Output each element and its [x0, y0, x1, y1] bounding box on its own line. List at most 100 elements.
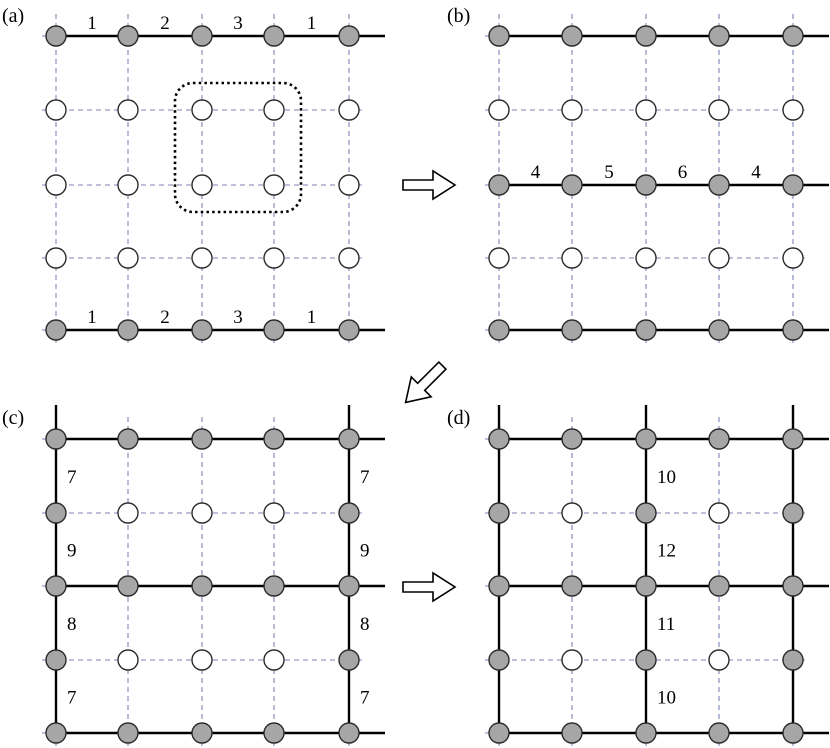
- filled-node: [45, 649, 67, 671]
- empty-node: [782, 99, 804, 121]
- empty-node: [488, 247, 510, 269]
- empty-node: [708, 502, 730, 524]
- filled-node: [488, 649, 510, 671]
- nodes: [488, 428, 804, 744]
- filled-node: [263, 25, 285, 47]
- hollow-arrow-icon: [402, 571, 457, 603]
- column-segment-label: 9: [67, 541, 77, 562]
- filled-node: [263, 428, 285, 450]
- empty-node: [117, 247, 139, 269]
- row-segment-label: 3: [233, 13, 243, 34]
- filled-node: [488, 575, 510, 597]
- filled-node: [45, 428, 67, 450]
- column-segment-label: 8: [67, 614, 77, 635]
- filled-node: [488, 174, 510, 196]
- row-segment-label: 1: [307, 307, 317, 328]
- dotted-highlight-box: [173, 81, 303, 214]
- empty-node: [561, 99, 583, 121]
- filled-node: [782, 319, 804, 341]
- empty-node: [488, 99, 510, 121]
- filled-node: [782, 25, 804, 47]
- row-segment-label: 4: [531, 162, 541, 183]
- column-segment-label: 8: [360, 614, 370, 635]
- filled-node: [45, 575, 67, 597]
- row-segment-label: 1: [307, 13, 317, 34]
- filled-node: [488, 428, 510, 450]
- empty-node: [263, 247, 285, 269]
- filled-node: [782, 722, 804, 744]
- bold-lines: [499, 34, 829, 332]
- empty-node: [191, 99, 213, 121]
- filled-node: [263, 319, 285, 341]
- empty-node: [117, 649, 139, 671]
- empty-node: [561, 649, 583, 671]
- filled-node: [45, 319, 67, 341]
- column-segment-label: 12: [657, 541, 676, 562]
- filled-node: [117, 428, 139, 450]
- filled-node: [635, 575, 657, 597]
- bold-lines: [54, 405, 385, 735]
- empty-node: [191, 502, 213, 524]
- filled-node: [338, 649, 360, 671]
- empty-node: [191, 649, 213, 671]
- bold-lines: [497, 405, 829, 735]
- filled-node: [488, 722, 510, 744]
- empty-node: [45, 99, 67, 121]
- row-segment-label: 1: [87, 307, 97, 328]
- filled-node: [338, 319, 360, 341]
- filled-node: [708, 722, 730, 744]
- filled-node: [708, 25, 730, 47]
- filled-node: [561, 428, 583, 450]
- filled-node: [708, 319, 730, 341]
- filled-node: [117, 25, 139, 47]
- filled-node: [708, 575, 730, 597]
- empty-node: [561, 502, 583, 524]
- filled-node: [635, 174, 657, 196]
- filled-node: [338, 722, 360, 744]
- empty-node: [263, 502, 285, 524]
- hollow-arrow-icon: [404, 360, 448, 404]
- arrow-c-to-d: [402, 571, 457, 603]
- row-segment-label: 5: [604, 162, 614, 183]
- empty-node: [45, 174, 67, 196]
- filled-node: [635, 428, 657, 450]
- filled-node: [635, 502, 657, 524]
- panel-label: (a): [2, 5, 24, 27]
- column-segment-label: 7: [67, 688, 77, 709]
- column-segment-label: 11: [657, 614, 675, 635]
- filled-node: [45, 722, 67, 744]
- empty-node: [338, 247, 360, 269]
- filled-node: [561, 722, 583, 744]
- empty-node: [191, 174, 213, 196]
- nodes: [488, 25, 804, 341]
- empty-node: [45, 247, 67, 269]
- empty-node: [117, 174, 139, 196]
- filled-node: [488, 319, 510, 341]
- bold-lines: [56, 34, 385, 332]
- panel-label: (b): [447, 5, 470, 27]
- empty-node: [117, 99, 139, 121]
- panel-label: (d): [447, 407, 470, 429]
- filled-node: [338, 575, 360, 597]
- filled-node: [338, 502, 360, 524]
- column-segment-label: 7: [360, 467, 370, 488]
- filled-node: [782, 502, 804, 524]
- row-segment-label: 2: [160, 13, 170, 34]
- filled-node: [782, 649, 804, 671]
- column-segment-label: 9: [360, 541, 370, 562]
- filled-node: [191, 428, 213, 450]
- empty-node: [263, 649, 285, 671]
- filled-node: [708, 428, 730, 450]
- empty-node: [338, 174, 360, 196]
- filled-node: [117, 575, 139, 597]
- filled-node: [635, 649, 657, 671]
- filled-node: [263, 575, 285, 597]
- filled-node: [117, 722, 139, 744]
- filled-node: [635, 25, 657, 47]
- row-segment-label: 2: [160, 307, 170, 328]
